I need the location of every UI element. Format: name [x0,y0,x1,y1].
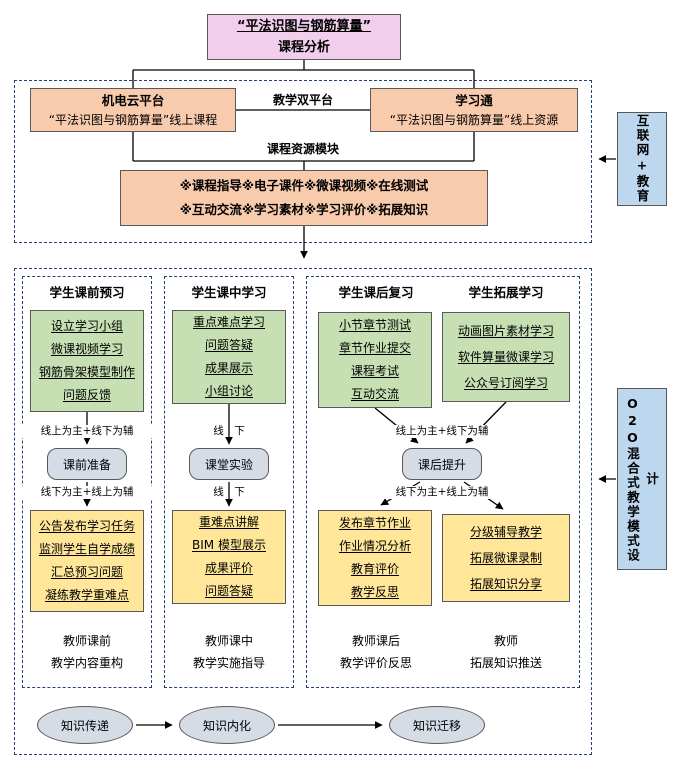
activity-item: 钢筋骨架模型制作 [38,365,135,379]
activity-item: 教学反思 [350,585,399,599]
activity-item: 问题答疑 [204,338,253,352]
internet-education-tag: 互联网+教育 [617,112,667,206]
course-title: “平法识图与钢筋算量” [236,19,372,34]
activity-item: 监测学生自学成绩 [38,542,135,556]
stage-node-in-class: 课堂实验 [189,448,269,480]
column-header-in-class: 学生课中学习 [191,285,267,300]
activity-item: 发布章节作业 [338,516,411,530]
resource-line-1: ※课程指导※电子课件※微课视频※在线测试 [179,178,429,193]
activity-item: 公告发布学习任务 [38,519,135,533]
activity-item: 设立学习小组 [50,319,123,333]
platform-name: 学习通 [455,92,493,108]
pre-class-column-frame [22,276,152,688]
footer-teacher-role: 教学评价反思 [339,656,412,670]
platform-desc: “平法识图与钢筋算量”线上课程 [48,112,218,127]
activity-item: 小组讨论 [204,384,253,398]
activity-item: 拓展知识分享 [469,577,542,591]
in-class-column-frame [164,276,294,688]
activity-item: 小节章节测试 [338,318,411,332]
student-activities-post-class: 小节章节测试 章节作业提交 课程考试 互动交流 [318,312,432,408]
teacher-activities-extended: 分级辅导教学 拓展微课录制 拓展知识分享 [442,514,570,602]
column-header-extended: 学生拓展学习 [468,285,544,300]
activity-item: 成果展示 [204,361,253,375]
activity-item: 互动交流 [350,387,399,401]
activity-item: 凝练教学重难点 [44,588,129,602]
student-activities-extended: 动画图片素材学习 软件算量微课学习 公众号订阅学习 [442,312,570,402]
footer-teacher-phase: 教师 [493,634,518,648]
footer-teacher-role: 拓展知识推送 [469,656,542,670]
activity-item: 作业情况分析 [338,539,411,553]
footer-teacher-role: 教学实施指导 [192,656,265,670]
activity-item: 汇总预习问题 [50,565,123,579]
stage-node-pre-class: 课前准备 [47,448,127,480]
dual-platform-label: 教学双平台 [272,93,333,107]
student-activities-in-class: 重点难点学习 问题答疑 成果展示 小组讨论 [172,310,286,404]
resource-content-box: ※课程指导※电子课件※微课视频※在线测试 ※互动交流※学习素材※学习评价※拓展知… [120,170,488,226]
column-header-pre-class: 学生课前预习 [49,285,125,300]
activity-item: 重难点讲解 [198,515,259,529]
post-class-column-frame [306,276,580,688]
activity-item: 重点难点学习 [192,315,265,329]
platform-desc: “平法识图与钢筋算量”线上资源 [389,112,559,127]
mode-label: 线 下 [213,425,245,437]
mode-label: 线上为主+线下为辅 [17,425,157,438]
course-title-box: “平法识图与钢筋算量” 课程分析 [207,14,401,60]
footer-teacher-phase: 教师课中 [204,634,253,648]
footer-teacher-role: 教学内容重构 [50,656,123,670]
teacher-activities-post-class: 发布章节作业 作业情况分析 教育评价 教学反思 [318,510,432,606]
activity-item: 微课视频学习 [50,342,123,356]
knowledge-node-internalize: 知识内化 [179,706,275,744]
teacher-activities-pre-class: 公告发布学习任务 监测学生自学成绩 汇总预习问题 凝练教学重难点 [30,510,144,612]
teaching-process-frame [14,268,592,755]
knowledge-node-transfer-in: 知识传递 [37,706,133,744]
resource-module-label: 课程资源模块 [253,143,353,156]
activity-item: 问题反馈 [62,388,111,402]
activity-item: 分级辅导教学 [469,525,542,539]
activity-item: 章节作业提交 [338,341,411,355]
activity-item: BIM 模型展示 [192,538,266,552]
activity-item: 软件算量微课学习 [457,350,554,364]
student-activities-pre-class: 设立学习小组 微课视频学习 钢筋骨架模型制作 问题反馈 [30,310,144,412]
mode-label: 线上为主+线下为辅 [372,425,512,438]
platform-box-jidianyun: 机电云平台 “平法识图与钢筋算量”线上课程 [30,88,236,132]
mode-label: 线下为主+线上为辅 [17,486,157,499]
mode-label: 线 下 [213,486,245,498]
course-analysis-label: 课程分析 [277,40,330,55]
activity-item: 动画图片素材学习 [457,324,554,338]
online-platform-frame [14,80,592,243]
activity-item: 成果评价 [204,561,253,575]
activity-item: 公众号订阅学习 [463,376,548,390]
o2o-design-tag: O2O混合式教学模式设计 [617,388,667,570]
teacher-activities-in-class: 重难点讲解 BIM 模型展示 成果评价 问题答疑 [172,510,286,604]
activity-item: 课程考试 [350,364,399,378]
platform-name: 机电云平台 [101,92,165,108]
footer-teacher-phase: 教师课后 [351,634,400,648]
platform-box-xuexitong: 学习通 “平法识图与钢筋算量”线上资源 [370,88,578,132]
mode-label: 线下为主+线上为辅 [372,486,512,499]
activity-item: 拓展微课录制 [469,551,542,565]
resource-line-2: ※互动交流※学习素材※学习评价※拓展知识 [179,202,429,217]
footer-teacher-phase: 教师课前 [62,634,111,648]
stage-node-post-class: 课后提升 [402,448,482,480]
column-header-post-class: 学生课后复习 [338,285,414,300]
knowledge-node-migrate: 知识迁移 [389,706,485,744]
activity-item: 教育评价 [350,562,399,576]
activity-item: 问题答疑 [204,584,253,598]
